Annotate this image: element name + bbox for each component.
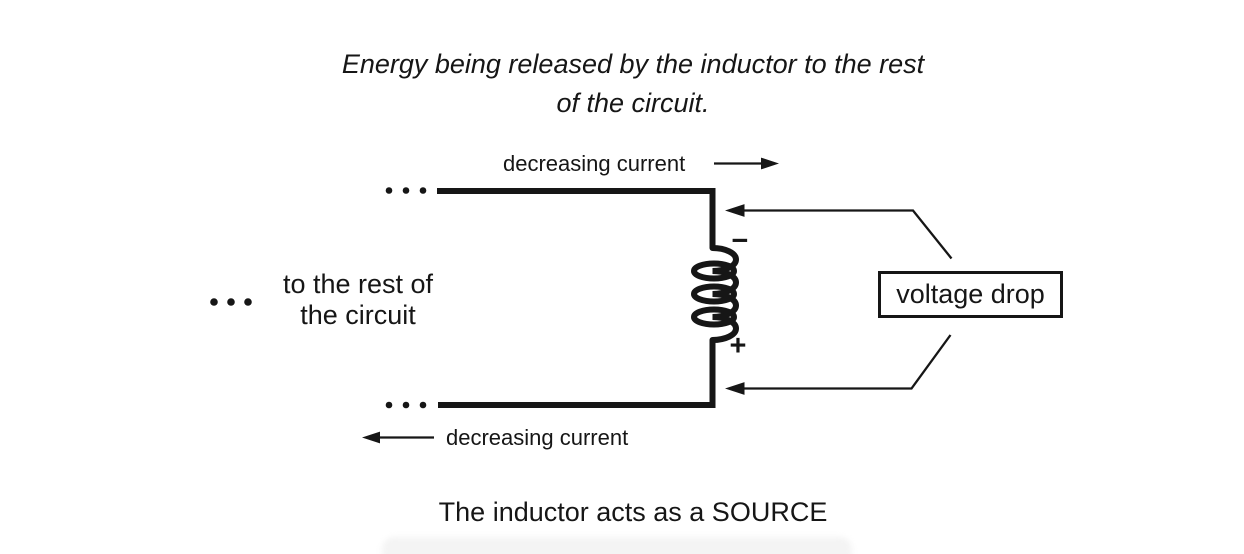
title-line-2: of the circuit.	[556, 88, 710, 118]
title-line-1: Energy being released by the inductor to…	[341, 49, 925, 79]
diagram-title: Energy being released by the inductor to…	[11, 45, 1244, 123]
negative-polarity-sign: −	[731, 225, 749, 257]
inductor-coil-loop-1	[691, 260, 737, 282]
continuation-dots-bottom-wire	[385, 401, 427, 409]
top-current-arrow-icon	[714, 157, 779, 170]
bottom-current-label: decreasing current	[446, 425, 629, 450]
continuation-dots-top-wire	[385, 187, 427, 194]
caption: The inductor acts as a SOURCE	[438, 497, 828, 527]
voltage-drop-box: voltage drop	[878, 271, 1063, 318]
top-wire	[437, 188, 716, 248]
top-current-label: decreasing current	[503, 151, 686, 176]
bottom-wire	[438, 340, 716, 408]
left-circuit-note-line-1: to the rest of	[282, 269, 434, 299]
continuation-dots-left	[210, 298, 252, 306]
inductor-coil-loop-3	[691, 306, 737, 328]
bottom-fade-band	[382, 537, 852, 554]
voltage-drop-label: voltage drop	[896, 279, 1045, 309]
positive-polarity-sign: +	[729, 330, 747, 362]
left-circuit-note: to the rest of the circuit	[258, 269, 458, 331]
left-circuit-note-line-2: the circuit	[300, 300, 416, 330]
voltage-pointer-top	[725, 204, 953, 260]
voltage-pointer-bottom	[725, 334, 952, 395]
inductor-coil-loop-2	[691, 283, 737, 305]
bottom-current-arrow-icon	[362, 431, 434, 444]
